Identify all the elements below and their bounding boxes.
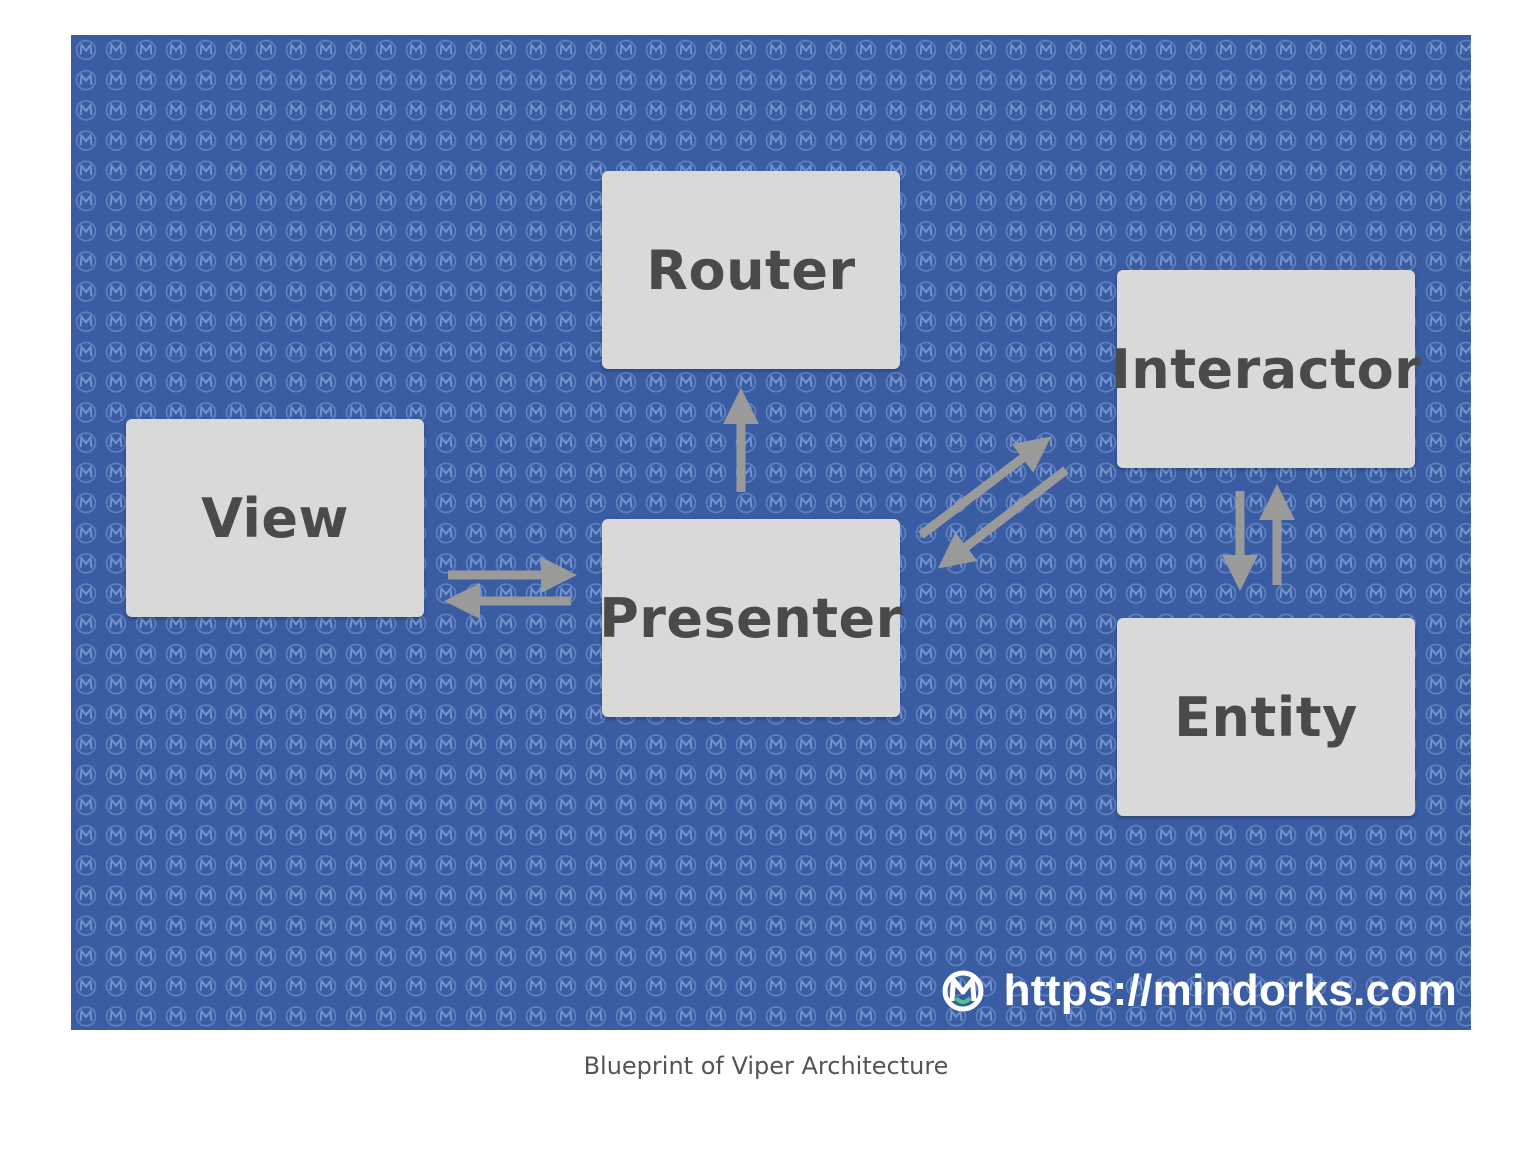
mindorks-logo-icon (942, 970, 984, 1012)
interactor-label: Interactor (1110, 337, 1422, 401)
entity-box: Entity (1117, 618, 1415, 816)
arrow-interactor-to-presenter (937, 466, 1069, 569)
figure-caption: Blueprint of Viper Architecture (583, 1052, 949, 1080)
watermark-url: https://mindorks.com (1003, 966, 1457, 1015)
presenter-label: Presenter (599, 586, 903, 650)
interactor-box: Interactor (1111, 270, 1421, 468)
viper-diagram: Router View Presenter Interactor Entity … (71, 35, 1471, 1030)
arrows-layer (444, 388, 1295, 619)
presenter-box: Presenter (599, 519, 903, 717)
router-label: Router (646, 238, 856, 302)
router-box: Router (602, 171, 900, 369)
view-box: View (126, 419, 424, 617)
entity-label: Entity (1174, 685, 1358, 749)
arrow-presenter-to-interactor (918, 436, 1052, 539)
view-label: View (201, 486, 349, 550)
watermark: https://mindorks.com (938, 966, 1457, 1016)
